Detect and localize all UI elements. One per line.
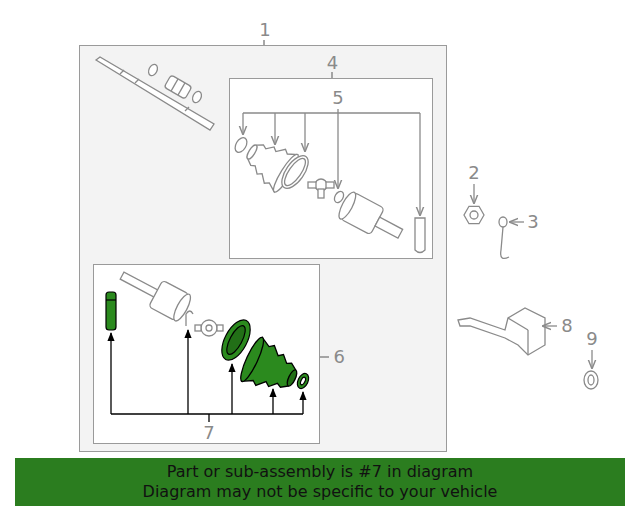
kit-7-parts [295,372,311,391]
frame-fills [93,264,320,444]
box-6-grey-parts [186,311,193,326]
kit-7-leaders [231,364,232,414]
boot-kit-parts [318,189,324,198]
kit-7-parts [299,377,306,386]
axle-shaft [171,79,178,91]
loose-part-leaders [473,184,474,203]
kit-7-leaders [187,330,188,414]
kit-7-parts [106,299,116,300]
callout-ticks [264,40,332,357]
box-6-grey-parts [115,262,194,323]
axle-shaft [96,57,214,130]
boot-kit-parts [308,182,316,188]
loose-part-leaders [591,350,592,368]
boot-kit-parts [375,217,403,238]
boot-kit-parts [245,144,259,161]
loose-parts [588,375,594,385]
boot-kit-parts [326,182,334,188]
axle-shaft [178,83,185,95]
callout-number: 6 [334,347,345,367]
boot-kit-parts [415,218,425,253]
box-6-grey-parts [206,325,212,331]
box-5-leaders [274,113,275,144]
kit-frame: 6 [93,264,320,444]
axle-shaft [135,79,139,83]
kit-7-parts [237,335,267,384]
box-6-grey-parts [201,320,217,336]
box-5-leaders [243,109,420,215]
callout-number: 7 [203,423,214,443]
axle-shaft [120,70,124,74]
box-6-grey-parts [120,272,159,298]
loose-parts [470,211,478,219]
loose-parts [527,330,528,355]
callout-number: 9 [586,329,597,349]
box-6-grey-parts [195,325,201,331]
box-5-leaders [243,112,420,113]
axle-shaft [164,75,192,99]
loose-parts [458,206,598,389]
loose-parts [464,206,484,223]
kit-7-leaders [302,392,303,414]
axle-shaft [191,90,203,104]
boot-kit-parts [336,190,359,221]
loose-parts [499,217,507,227]
kit-7-parts [106,292,311,401]
axle-shaft [185,107,189,111]
box-5-leaders [242,113,243,134]
frame-fills [79,45,447,452]
notice-banner: Part or sub-assembly is #7 in diagramDia… [15,458,625,506]
box-5-leaders [304,113,305,151]
kit-7-parts [223,323,249,357]
axle-shaft [147,63,159,77]
callout-number: 2 [468,163,479,183]
axle-shaft [164,75,192,99]
callout-number: 3 [527,212,538,232]
kit-7-leaders [208,414,209,422]
boot-kit-parts [233,136,250,155]
boot-kit-parts [336,190,407,247]
loose-parts [458,308,545,355]
callout-number: 4 [327,53,338,73]
loose-parts [501,227,509,258]
kit-7-parts [237,335,305,401]
kit-7-leaders [272,389,273,414]
kit-7-parts [285,369,298,388]
box-6-grey-parts [217,325,223,331]
callout-ticks [320,356,329,358]
frame-fills [79,45,447,452]
kit-7-leaders [110,333,111,414]
frame-fills [229,78,433,259]
boot-kit-parts [308,179,334,198]
loose-part-leaders [474,184,592,368]
box-5-leaders [337,113,338,188]
loose-part-leaders [543,325,557,326]
loose-part-leaders [510,221,524,222]
assembly-frame: 461 [79,45,447,452]
subassembly-frame: 4 [229,78,433,259]
kit-7-leaders [111,413,303,414]
boot-kit-parts [281,155,309,188]
kit-7-parts [106,292,116,330]
box-5-leaders [419,113,420,215]
kit-7-leaders [111,330,303,422]
callout-number: 5 [332,88,343,108]
notice-text: Diagram may not be specific to your vehi… [143,482,498,502]
callout-number: 8 [561,316,572,336]
box-6-grey-parts [195,320,223,336]
box-6-grey-parts [171,292,194,323]
axle-shaft [96,57,214,130]
boot-kit-parts [233,132,425,253]
callout-number: 1 [259,20,270,40]
notice-text: Part or sub-assembly is #7 in diagram [167,462,473,482]
loose-parts [584,371,598,389]
loose-parts [508,318,528,330]
box-6-grey-parts [115,262,223,336]
